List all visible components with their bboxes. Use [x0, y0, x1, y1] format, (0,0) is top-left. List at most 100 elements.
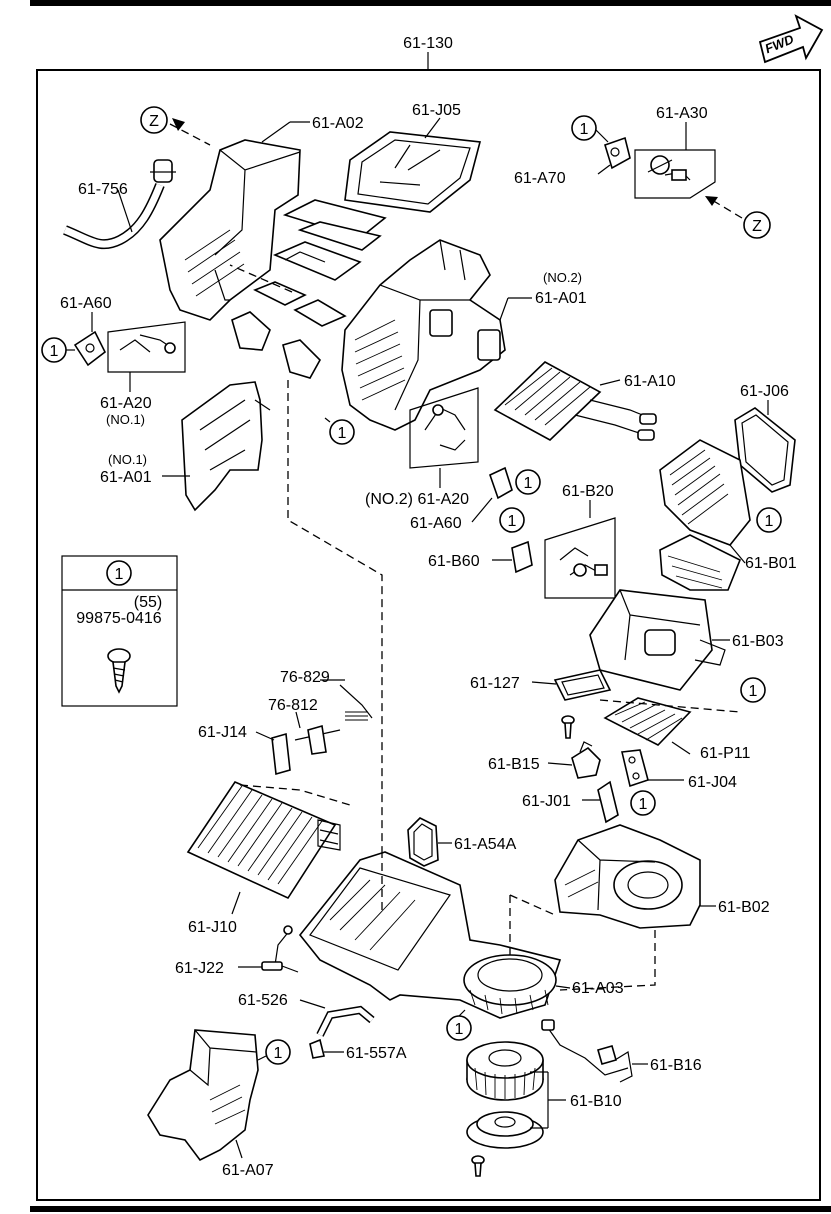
svg-text:1: 1 — [580, 121, 589, 138]
svg-text:Z: Z — [149, 113, 159, 130]
label-61-a01-top: 61-A01 — [535, 290, 587, 307]
ref-mark-b01: 1 — [756, 507, 782, 533]
part-61-b16-harness — [541, 1019, 633, 1083]
label-61-j06: 61-J06 — [740, 383, 789, 400]
svg-text:1: 1 — [639, 796, 648, 813]
label-76-812: 76-812 — [268, 697, 318, 714]
part-61-p11-filter — [603, 697, 692, 746]
svg-text:1: 1 — [749, 683, 758, 700]
part-small-brackets — [231, 311, 321, 379]
label-61-j04: 61-J04 — [688, 774, 737, 791]
part-61-a07-duct — [147, 1029, 259, 1162]
label-61-b16: 61-B16 — [650, 1057, 702, 1074]
part-61-a54a-seal — [407, 817, 439, 867]
label-61-b02: 61-B02 — [718, 899, 770, 916]
svg-text:1: 1 — [508, 513, 517, 530]
screw-icon-bottom — [471, 1155, 485, 1177]
label-61-j22: 61-J22 — [175, 960, 224, 977]
part-61-a02-duct — [159, 139, 301, 321]
part-61-a20-no2-group — [409, 387, 479, 469]
label-61-127: 61-127 — [470, 675, 520, 692]
label-61-p11: 61-P11 — [700, 745, 751, 762]
part-61-a60-mid-actuator — [489, 466, 513, 500]
label-61-a60-mid: 61-A60 — [410, 515, 462, 532]
label-61-a20-left: 61-A20 — [100, 395, 152, 412]
fastener-legend: 1 (55) 99875-0416 — [61, 555, 178, 707]
part-61-a01-heater-unit — [341, 239, 506, 431]
label-61-a10: 61-A10 — [624, 373, 676, 390]
legend-part-number: 99875-0416 — [76, 610, 162, 627]
screw-icon-small — [561, 715, 575, 739]
part-61-b60-actuator — [511, 540, 533, 574]
part-76-812-link — [294, 724, 341, 755]
label-61-b01: 61-B01 — [745, 555, 797, 572]
part-61-j14-clip — [271, 732, 291, 776]
part-61-a03-lower-case — [298, 851, 562, 1019]
label-61-a54a: 61-A54A — [454, 836, 517, 853]
label-61-b20: 61-B20 — [562, 483, 614, 500]
ref-mark-j01: 1 — [630, 790, 656, 816]
part-61-756-hose — [63, 159, 176, 250]
screw-icon — [107, 648, 131, 694]
part-61-j04-seal — [621, 749, 649, 788]
legend-header: 1 — [115, 566, 124, 583]
part-61-a01-no1-panel — [181, 381, 271, 512]
ref-mark-a60-left: 1 — [41, 337, 75, 363]
part-61-b15-resistor — [571, 741, 601, 779]
svg-text:1: 1 — [338, 425, 347, 442]
ref-mark-a70: 1 — [571, 115, 609, 143]
legend-qty: (55) — [134, 594, 162, 611]
ref-mark-unit: 1 — [324, 417, 355, 445]
part-61-a70-actuator — [604, 136, 631, 170]
ref-mark-a60-mid: 1 — [515, 469, 541, 495]
part-61-b20-group — [544, 517, 616, 599]
label-no2-a20: (NO.2) 61-A20 — [365, 491, 469, 508]
label-61-756: 61-756 — [78, 181, 128, 198]
label-61-a30: 61-A30 — [656, 105, 708, 122]
assembly-guide-lines — [229, 264, 656, 991]
part-61-j22-sensor — [261, 925, 299, 973]
label-no2-top: (NO.2) — [543, 270, 582, 285]
z-marker-top: Z — [140, 106, 211, 146]
label-61-b03: 61-B03 — [732, 633, 784, 650]
label-61-a07: 61-A07 — [222, 1162, 274, 1179]
part-61-j01-bracket — [597, 780, 619, 824]
label-61-j05: 61-J05 — [412, 102, 461, 119]
label-no1-left: (NO.1) — [106, 412, 145, 427]
label-61-a01-left: 61-A01 — [100, 469, 152, 486]
part-61-b03-case — [589, 589, 726, 691]
label-61-b60: 61-B60 — [428, 553, 480, 570]
label-61-a03: 61-A03 — [572, 980, 624, 997]
label-61-b10: 61-B10 — [570, 1093, 622, 1110]
part-61-a60-left-actuator — [73, 330, 107, 367]
part-61-j05-filter — [344, 131, 482, 213]
part-61-a10-heater-core — [493, 361, 657, 441]
svg-text:1: 1 — [455, 1021, 464, 1038]
label-76-829: 76-829 — [280, 669, 330, 686]
ref-mark-a07: 1 — [257, 1039, 291, 1065]
top-rule — [30, 0, 831, 6]
svg-text:Z: Z — [752, 218, 762, 235]
part-76-829-rod — [339, 684, 373, 721]
part-61-b01-intake — [659, 439, 751, 591]
label-no1-a01: (NO.1) — [108, 452, 147, 467]
part-61-a30-group — [634, 149, 716, 199]
assembly-number: 61-130 — [403, 35, 453, 52]
part-61-127-frame — [553, 669, 612, 701]
label-61-j14: 61-J14 — [198, 724, 247, 741]
bottom-rule — [30, 1206, 831, 1212]
fwd-arrow-icon: FWD — [758, 14, 824, 64]
svg-text:1: 1 — [524, 475, 533, 492]
label-61-a60-left: 61-A60 — [60, 295, 112, 312]
part-flap-plates — [253, 199, 387, 327]
svg-text:1: 1 — [50, 343, 59, 360]
part-61-b02-blower-housing — [554, 824, 701, 929]
part-61-526-tube — [316, 1005, 375, 1037]
part-61-b10-blower-motor — [466, 1041, 544, 1149]
ref-mark-b10: 1 — [446, 1009, 472, 1041]
svg-text:1: 1 — [765, 513, 774, 530]
z-marker-right: Z — [705, 196, 771, 239]
ref-mark-p11: 1 — [740, 677, 766, 703]
label-61-j01: 61-J01 — [522, 793, 571, 810]
